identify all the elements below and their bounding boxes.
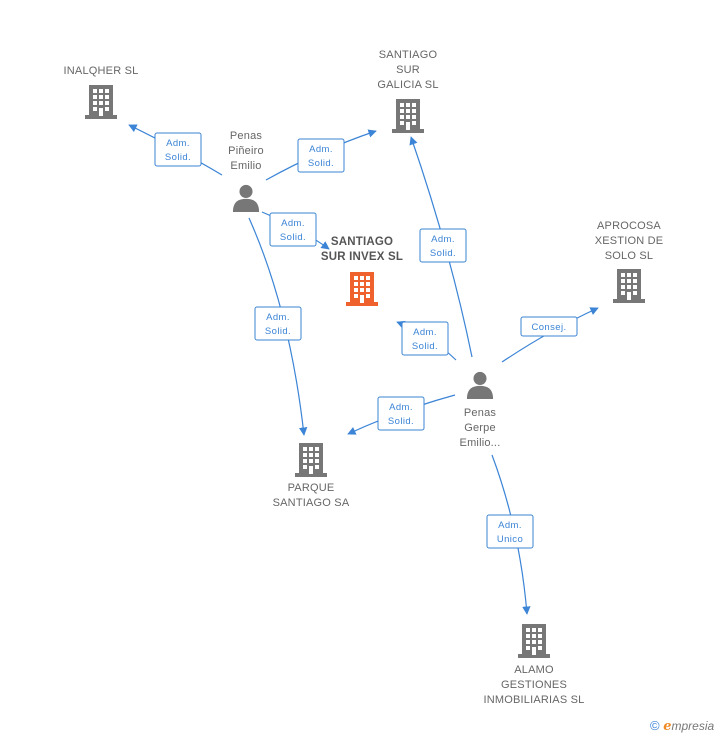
copyright-symbol: ©	[650, 718, 660, 733]
edge-label-text: Solid.	[388, 416, 414, 427]
edge-label-text: Adm.	[166, 138, 190, 149]
building-icon	[85, 85, 117, 119]
edge-label-text: Unico	[497, 534, 523, 545]
building-icon	[613, 269, 645, 303]
empresia-footer: © empresia	[650, 718, 714, 734]
building-icon	[392, 99, 424, 133]
edge-label-box[interactable]: Adm. Solid.	[254, 306, 302, 341]
node-label-line: ALAMO	[514, 664, 554, 676]
node-label-line: INMOBILIARIAS SL	[483, 694, 584, 706]
company-node-aprocosa[interactable]: APROCOSA XESTION DE SOLO SL	[595, 220, 664, 303]
node-label-line: PARQUE	[288, 482, 335, 494]
edges-layer: Adm. Solid. Adm. Solid. Adm. Solid. Adm. Solid.…	[128, 124, 599, 615]
edge-penas_pineiro-to-inalqher: Adm. Solid.	[128, 124, 223, 176]
building-icon	[518, 624, 550, 658]
node-label-line: INALQHER SL	[64, 65, 139, 77]
edge-label-text: Solid.	[308, 158, 334, 169]
node-label-line: XESTION DE	[595, 235, 664, 247]
node-label-line: Penas	[464, 407, 496, 419]
edge-label-text: Adm.	[266, 312, 290, 323]
edge-label-text: Adm.	[389, 402, 413, 413]
edge-label-text: Solid.	[412, 341, 438, 352]
node-label-line: SUR INVEX SL	[321, 251, 403, 263]
node-label-line: Gerpe	[464, 422, 496, 434]
node-label-line: SANTIAGO	[331, 236, 393, 248]
main-building-icon	[346, 272, 378, 306]
node-label-line: SANTIAGO SA	[273, 497, 350, 509]
person-icon	[232, 184, 260, 212]
edge-label-text: Solid.	[430, 248, 456, 259]
empresia-brand: mpresia	[671, 719, 715, 733]
empresia-logo-icon: e	[663, 719, 672, 734]
node-label-line: Emilio	[230, 160, 261, 172]
node-label-line: Penas	[230, 130, 262, 142]
edge-label-text: Solid.	[265, 326, 291, 337]
edge-label-box[interactable]: Adm. Solid.	[297, 138, 345, 173]
edge-label-text: Solid.	[165, 152, 191, 163]
company-node-parque-santiago[interactable]: PARQUE SANTIAGO SA	[273, 443, 350, 509]
node-label-line: APROCOSA	[597, 220, 661, 232]
edge-label-text: Solid.	[280, 232, 306, 243]
company-node-santiago-sur-invex[interactable]: SANTIAGO SUR INVEX SL	[321, 236, 403, 306]
person-node-penas-gerpe[interactable]: PenasGerpeEmilio...	[460, 371, 501, 449]
edge-label-text: Adm.	[309, 144, 333, 155]
node-label-line: SUR	[396, 64, 420, 76]
edge-penas_gerpe-to-santiago_sur_invex: Adm. Solid.	[396, 320, 457, 361]
edge-label-box[interactable]: Adm. Unico	[486, 514, 534, 549]
edge-penas_gerpe-to-santiago_sur_galicia: Adm. Solid.	[409, 136, 473, 358]
edge-label-text: Adm.	[413, 327, 437, 338]
edge-label-text: Adm.	[281, 218, 305, 229]
company-node-inalqher[interactable]: INALQHER SL	[64, 65, 139, 119]
edge-label-box[interactable]: Adm. Solid.	[377, 396, 425, 431]
node-label-line: GALICIA SL	[377, 79, 438, 91]
edge-label-box[interactable]: Adm. Solid.	[154, 132, 202, 167]
edge-label-text: Adm.	[431, 234, 455, 245]
edge-penas_pineiro-to-santiago_sur_galicia: Adm. Solid.	[265, 129, 377, 181]
node-label-line: GESTIONES	[501, 679, 567, 691]
person-icon	[466, 371, 494, 399]
building-icon	[295, 443, 327, 477]
node-label-line: SANTIAGO	[379, 49, 438, 61]
edge-penas_gerpe-to-alamo: Adm. Unico	[486, 454, 534, 615]
node-label-line: Emilio...	[460, 437, 501, 449]
company-node-santiago-sur-galicia[interactable]: SANTIAGO SUR GALICIA SL	[377, 49, 438, 133]
edge-label-box[interactable]: Consej.	[520, 316, 578, 337]
edge-label-box[interactable]: Adm. Solid.	[401, 321, 449, 356]
edge-penas_gerpe-to-parque_santiago: Adm. Solid.	[347, 394, 456, 435]
edge-label-text: Consej.	[531, 322, 566, 333]
edge-label-box[interactable]: Adm. Solid.	[419, 228, 467, 263]
edge-label-text: Adm.	[498, 520, 522, 531]
company-node-alamo[interactable]: ALAMO GESTIONES INMOBILIARIAS SL	[483, 624, 584, 706]
edge-penas_gerpe-to-aprocosa: Consej.	[501, 307, 599, 363]
edge-penas_pineiro-to-parque_santiago: Adm. Solid.	[248, 217, 308, 436]
edge-label-box[interactable]: Adm. Solid.	[269, 212, 317, 247]
node-label-line: Piñeiro	[228, 145, 264, 157]
edge-penas_pineiro-to-santiago_sur_invex: Adm. Solid.	[261, 211, 330, 250]
node-label-line: SOLO SL	[605, 250, 653, 262]
